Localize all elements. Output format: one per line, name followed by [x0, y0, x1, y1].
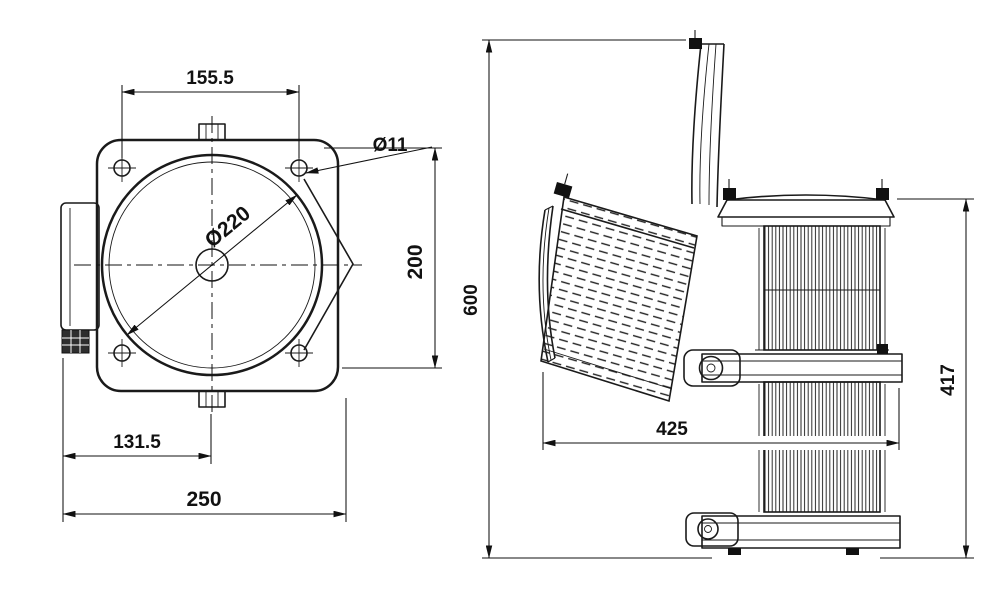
mounting-hole-bottom-right — [285, 339, 313, 367]
dim-fixture-width: 425 — [542, 372, 900, 450]
hinge-pin — [698, 355, 724, 381]
dim-height: 200 — [324, 147, 442, 369]
bolt-marker-cap-left — [723, 188, 736, 200]
base-foot-left — [728, 548, 741, 555]
side-view: 600 417 425 — [461, 30, 974, 559]
lamp-base — [685, 512, 901, 555]
cable-connector — [60, 202, 100, 354]
lamp-top-cap — [717, 179, 895, 227]
dim-label-center-offset: 131.5 — [113, 432, 161, 453]
hinge-bracket — [683, 349, 741, 387]
terminal-block — [61, 329, 90, 354]
base-foot-right — [846, 548, 859, 555]
dim-hole-spacing: 155.5 — [121, 68, 300, 158]
dim-label-fixture-width: 425 — [656, 419, 688, 440]
upper-lens — [758, 225, 886, 351]
dim-label-hole-spacing: 155.5 — [186, 68, 234, 89]
dim-label-body-height: 417 — [938, 364, 959, 396]
bolt-marker-panel — [553, 173, 573, 198]
dim-label-hole-diameter: Ø11 — [373, 135, 408, 156]
top-screen-vane — [689, 30, 725, 208]
lower-lens — [757, 381, 888, 513]
dim-label-overall-width: 250 — [186, 488, 221, 511]
dim-body-height: 417 — [880, 198, 974, 559]
front-view: 155.5 Ø11 Ø220 200 131.5 — [60, 68, 442, 522]
dim-center-offset: 131.5 — [62, 358, 212, 522]
base-bracket — [685, 512, 739, 547]
mounting-hole-bottom-left — [108, 339, 136, 367]
bolt-marker-cap-right — [876, 188, 889, 200]
dim-label-height: 200 — [404, 244, 427, 279]
dim-label-overall-height: 600 — [461, 284, 482, 316]
louvered-panel — [540, 195, 698, 403]
bolt-marker-top — [689, 38, 702, 49]
dim-overall-height: 600 — [461, 39, 712, 559]
middle-flange — [683, 344, 903, 387]
base-hinge-pin — [697, 518, 719, 540]
mounting-hole-top-right — [285, 154, 313, 182]
dim-overall-width: 250 — [62, 398, 347, 522]
plate-side-lug — [303, 178, 354, 351]
dim-hole-diameter-callout: Ø11 — [305, 135, 433, 174]
bolt-marker-flange — [877, 344, 888, 354]
tilted-screen-assembly — [538, 173, 698, 403]
mounting-hole-top-left — [108, 154, 136, 182]
dim-label-body-diameter: Ø220 — [201, 202, 255, 252]
